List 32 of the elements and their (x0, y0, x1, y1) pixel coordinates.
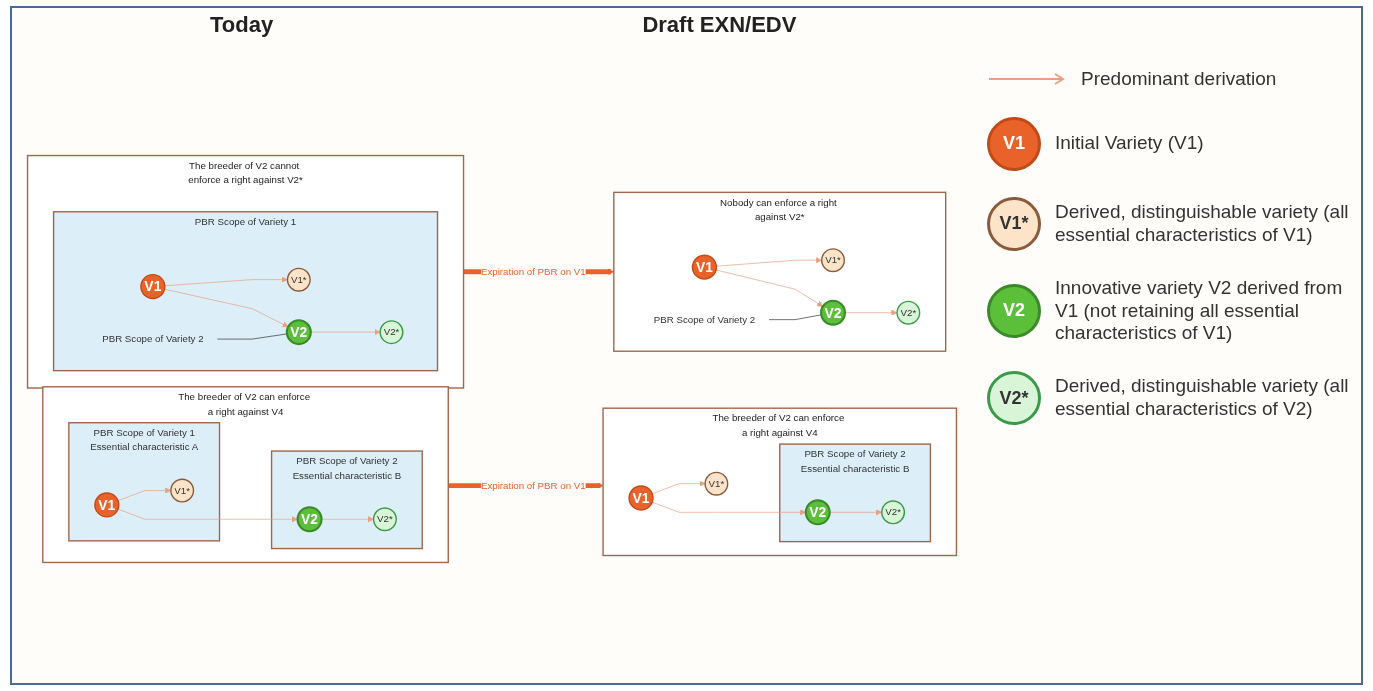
connector (768, 314, 822, 320)
node-circle: V1* (704, 471, 729, 496)
node-circle: V2 (804, 499, 831, 526)
node-circle: V1* (170, 478, 195, 503)
node-text: PBR Scope of Variety 2 (653, 313, 756, 325)
legend-text: Derived, distinguishable variety (all essential characteristics of V2) (1055, 375, 1350, 421)
column-heading: Today (210, 12, 274, 38)
legend-text: Initial Variety (V1) (1055, 132, 1204, 156)
node-text: PBR Scope of Variety 2 (102, 333, 204, 345)
legend-swatch: V2* (987, 371, 1041, 426)
edge-label: Expiration of PBR on V1 (480, 479, 586, 491)
node-circle: V1 (94, 492, 120, 518)
node-circle: V2* (896, 300, 921, 325)
legend-text: Predominant derivation (1081, 68, 1277, 91)
edge-label: Expiration of PBR on V1 (480, 265, 586, 277)
node-circle: V1* (286, 267, 311, 292)
node-circle: V2 (820, 299, 846, 326)
node-circle: V2* (372, 507, 397, 532)
legend-swatch: V1* (987, 196, 1041, 251)
legend-swatch: V2 (987, 284, 1041, 338)
node-circle: V1* (821, 248, 846, 273)
node-circle: V2* (881, 500, 906, 525)
legend-text: Derived, distinguishable variety (all essential characteristics of V1) (1055, 201, 1350, 247)
node-circle: V1 (691, 254, 718, 280)
legend-swatch: V1 (987, 116, 1041, 171)
node-circle: V1 (140, 273, 166, 300)
column-heading: Draft EXN/EDV (642, 12, 797, 38)
node-circle: V2 (285, 319, 312, 346)
node-circle: V1 (628, 485, 654, 511)
legend-text: Innovative variety V2 derived from V1 (not retaining all essential characteristics of V1) (1055, 276, 1344, 346)
node-circle: V2* (379, 320, 404, 345)
node-circle: V2 (296, 506, 323, 533)
